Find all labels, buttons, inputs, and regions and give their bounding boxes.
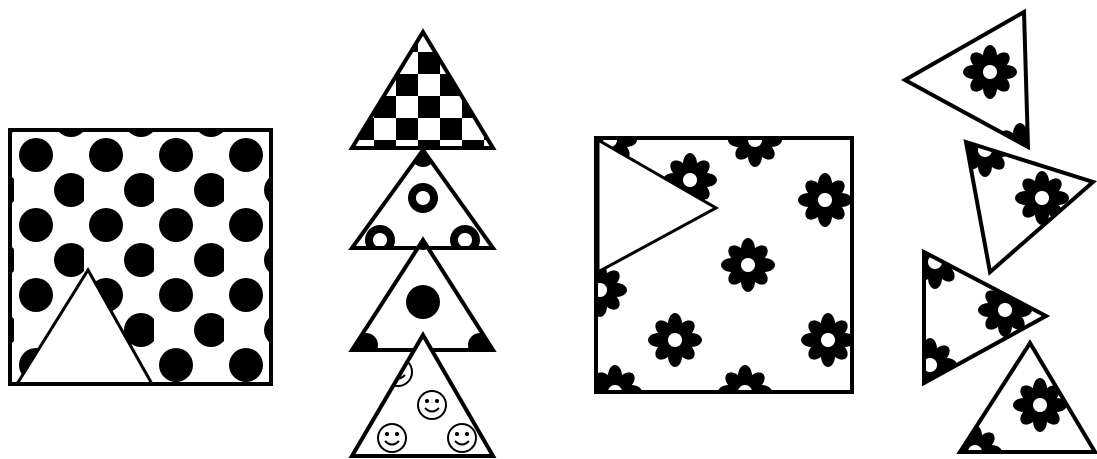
flower-square	[573, 113, 855, 419]
polka-dot-square	[10, 130, 271, 384]
option-flower-triangle-4[interactable]	[948, 343, 1095, 459]
option-smiley-triangle[interactable]	[352, 335, 493, 456]
option-checkerboard-triangle[interactable]	[340, 20, 510, 160]
